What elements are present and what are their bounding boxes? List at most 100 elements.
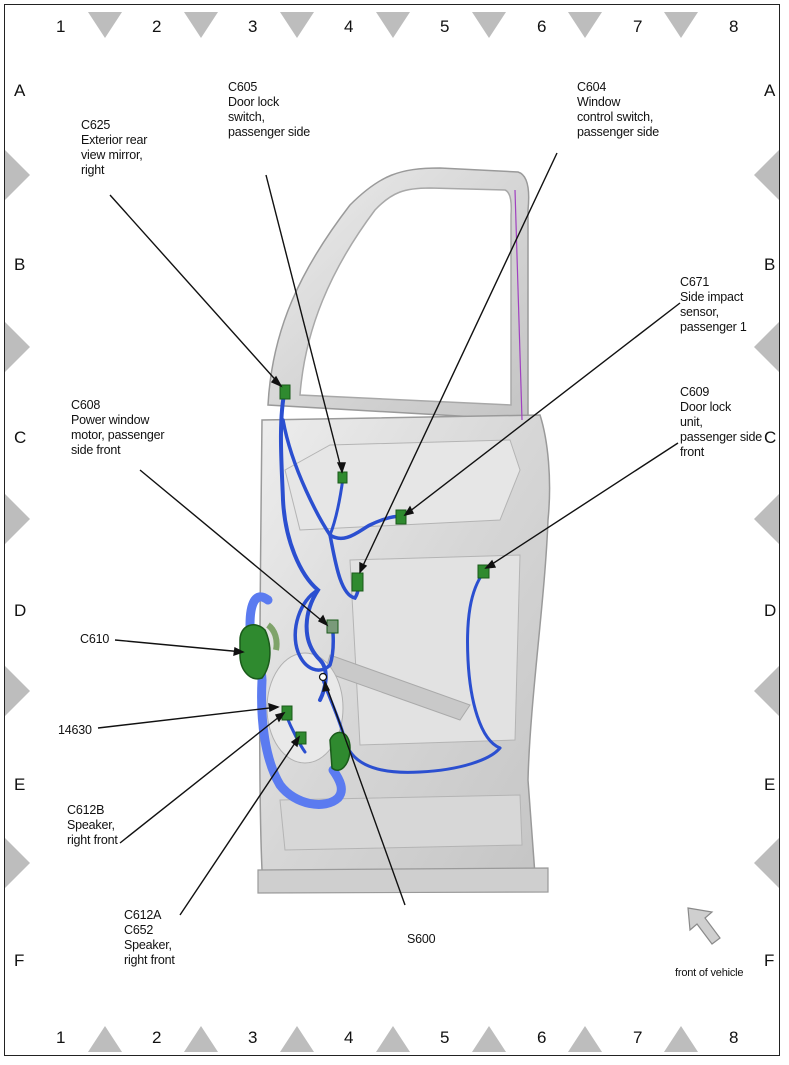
col-label: 5	[440, 1028, 449, 1047]
callout-text: right front	[124, 953, 175, 967]
connector-id: C625	[81, 118, 111, 132]
col-label: 7	[633, 17, 642, 36]
callout-text: switch,	[228, 110, 265, 124]
row-label: C	[14, 428, 26, 447]
speaker	[329, 731, 351, 771]
door-panel-illustration	[257, 167, 551, 894]
top-grid-markers	[88, 12, 698, 38]
callout-c609: C609 Door lock unit, passenger side fron…	[680, 385, 762, 460]
connector-c608	[326, 619, 339, 634]
callout-text: Side impact	[680, 290, 744, 304]
row-label: E	[764, 775, 775, 794]
callout-text: Door lock	[228, 95, 279, 109]
diagram-frame	[4, 4, 780, 1056]
col-label: 8	[729, 1028, 738, 1047]
connector-id: C612B	[67, 803, 105, 817]
callout-c612b: C612B Speaker, right front	[67, 803, 118, 848]
callout-c604: C604 Window control switch, passenger si…	[577, 80, 659, 140]
callout-text: Speaker,	[124, 938, 172, 952]
col-label: 6	[537, 1028, 546, 1047]
callout-text: Exterior rear	[81, 133, 148, 147]
connector-id: C604	[577, 80, 607, 94]
callout-text: control switch,	[577, 110, 654, 124]
callout-text: side front	[71, 443, 121, 457]
callout-text: motor, passenger	[71, 428, 165, 442]
callout-c608: C608 Power window motor, passenger side …	[71, 398, 165, 458]
callout-text: right front	[67, 833, 118, 847]
orientation-text: front of vehicle	[675, 967, 744, 979]
row-label: B	[14, 255, 25, 274]
callout-text: right	[81, 163, 105, 177]
callout-text: Speaker,	[67, 818, 115, 832]
callout-text: front	[680, 445, 705, 459]
callout-c671: C671 Side impact sensor, passenger 1	[680, 275, 747, 335]
callout-text: passenger side	[577, 125, 659, 139]
callout-text: sensor,	[680, 305, 719, 319]
row-label: E	[14, 775, 25, 794]
splice-id: S600	[407, 932, 436, 946]
connector-id: C610	[80, 632, 110, 646]
row-label: A	[14, 81, 26, 100]
row-label: D	[764, 601, 776, 620]
column-labels-bottom: 1 2 3 4 5 6 7 8	[56, 1028, 738, 1047]
col-label: 3	[248, 17, 257, 36]
connector-c609	[477, 564, 490, 579]
row-label: D	[14, 601, 26, 620]
row-label: C	[764, 428, 776, 447]
row-label: F	[14, 951, 24, 970]
front-of-vehicle-arrow-icon	[687, 907, 721, 945]
bottom-grid-markers	[88, 1026, 698, 1052]
connector-c612a	[295, 731, 307, 745]
connector-id: C605	[228, 80, 258, 94]
row-labels-left: A B C D E F	[14, 81, 26, 970]
row-label: A	[764, 81, 776, 100]
front-of-vehicle-label: front of vehicle	[675, 966, 744, 981]
callout-c625: C625 Exterior rear view mirror, right	[81, 118, 147, 178]
callout-text: passenger 1	[680, 320, 747, 334]
callout-14630: 14630	[58, 723, 92, 738]
col-label: 2	[152, 1028, 161, 1047]
callout-c605: C605 Door lock switch, passenger side	[228, 80, 310, 140]
connector-c605	[337, 471, 348, 484]
connectors	[239, 384, 490, 771]
col-label: 7	[633, 1028, 642, 1047]
harness-id: 14630	[58, 723, 92, 737]
connector-c671	[395, 509, 407, 525]
col-label: 4	[344, 17, 353, 36]
col-label: 3	[248, 1028, 257, 1047]
callout-text: unit,	[680, 415, 703, 429]
connector-id: C671	[680, 275, 710, 289]
col-label: 8	[729, 17, 738, 36]
col-label: 1	[56, 1028, 65, 1047]
callout-text: Door lock	[680, 400, 731, 414]
connector-id: C609	[680, 385, 710, 399]
connector-c610	[239, 624, 271, 680]
col-label: 2	[152, 17, 161, 36]
col-label: 4	[344, 1028, 353, 1047]
column-labels-top: 1 2 3 4 5 6 7 8	[56, 17, 738, 36]
callout-text: Power window	[71, 413, 150, 427]
splice-s600	[318, 672, 328, 682]
right-grid-markers	[754, 150, 779, 888]
callout-s600: S600	[407, 932, 436, 947]
callout-text: view mirror,	[81, 148, 143, 162]
left-grid-markers	[5, 150, 30, 888]
row-labels-right: A B C D E F	[764, 81, 776, 970]
callout-text: Window	[577, 95, 621, 109]
col-label: 1	[56, 17, 65, 36]
connector-id: C608	[71, 398, 101, 412]
connector-id: C652	[124, 923, 154, 937]
callout-c612a: C612A C652 Speaker, right front	[124, 908, 175, 968]
callout-c610: C610	[80, 632, 109, 647]
connector-id: C612A	[124, 908, 162, 922]
connector-c604	[351, 572, 364, 592]
row-label: B	[764, 255, 775, 274]
col-label: 6	[537, 17, 546, 36]
row-label: F	[764, 951, 774, 970]
callout-text: passenger side	[680, 430, 762, 444]
callout-leader-lines	[97, 152, 681, 916]
col-label: 5	[440, 17, 449, 36]
callout-text: passenger side	[228, 125, 310, 139]
connector-c625	[279, 384, 291, 400]
